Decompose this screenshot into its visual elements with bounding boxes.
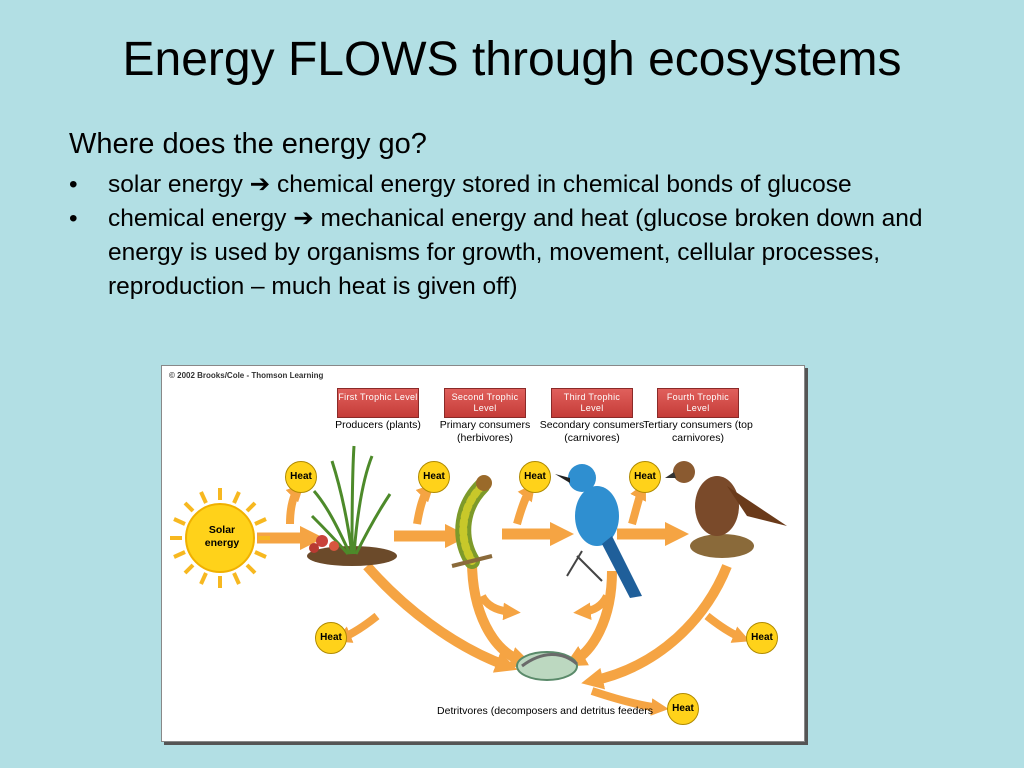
level-box-fourth: Fourth Trophic Level	[657, 388, 739, 418]
sun-icon	[170, 488, 270, 588]
bullet-list: • solar energy ➔ chemical energy stored …	[69, 168, 949, 304]
level-box-first: First Trophic Level	[337, 388, 419, 418]
level-box-third: Third Trophic Level	[551, 388, 633, 418]
heat-badge: Heat	[285, 461, 317, 493]
bullet-item: • chemical energy ➔ mechanical energy an…	[69, 202, 949, 304]
caterpillar-icon	[451, 475, 493, 569]
slide-subtitle: Where does the energy go?	[69, 128, 427, 160]
detritus-flow-arrows	[363, 560, 732, 690]
bullet-marker: •	[69, 205, 78, 232]
primary-consumers-label: Primary consumers (herbivores)	[439, 419, 531, 444]
heat-badge: Heat	[519, 461, 551, 493]
tertiary-consumers-label: Tertiary consumers (top carnivores)	[643, 419, 753, 444]
heat-badge: Heat	[746, 622, 778, 654]
slide-title: Energy FLOWS through ecosystems	[122, 33, 902, 86]
secondary-consumers-label: Secondary consumers (carnivores)	[539, 419, 645, 444]
producers-label: Producers (plants)	[335, 419, 421, 431]
hawk-icon	[665, 461, 787, 558]
energy-flow-diagram: © 2002 Brooks/Cole - Thomson Learning Fi…	[161, 365, 805, 742]
heat-badge: Heat	[315, 622, 347, 654]
flow-arrows	[257, 521, 690, 551]
solar-energy-label: Solar energy	[204, 524, 240, 549]
heat-badge: Heat	[629, 461, 661, 493]
copyright-notice: © 2002 Brooks/Cole - Thomson Learning	[169, 371, 324, 380]
level-box-second: Second Trophic Level	[444, 388, 526, 418]
decomposer-icon	[516, 651, 578, 681]
heat-badge: Heat	[667, 693, 699, 725]
plant-icon	[307, 445, 397, 566]
bird-icon	[555, 464, 642, 598]
bullet-text: solar energy ➔ chemical energy stored in…	[108, 171, 852, 198]
bullet-text: chemical energy ➔ mechanical energy and …	[108, 205, 923, 300]
bullet-item: • solar energy ➔ chemical energy stored …	[69, 168, 949, 202]
heat-badge: Heat	[418, 461, 450, 493]
diagram-artwork	[170, 445, 787, 716]
detritivores-label: Detritvores (decomposers and detritus fe…	[437, 705, 653, 717]
bullet-marker: •	[69, 171, 78, 198]
